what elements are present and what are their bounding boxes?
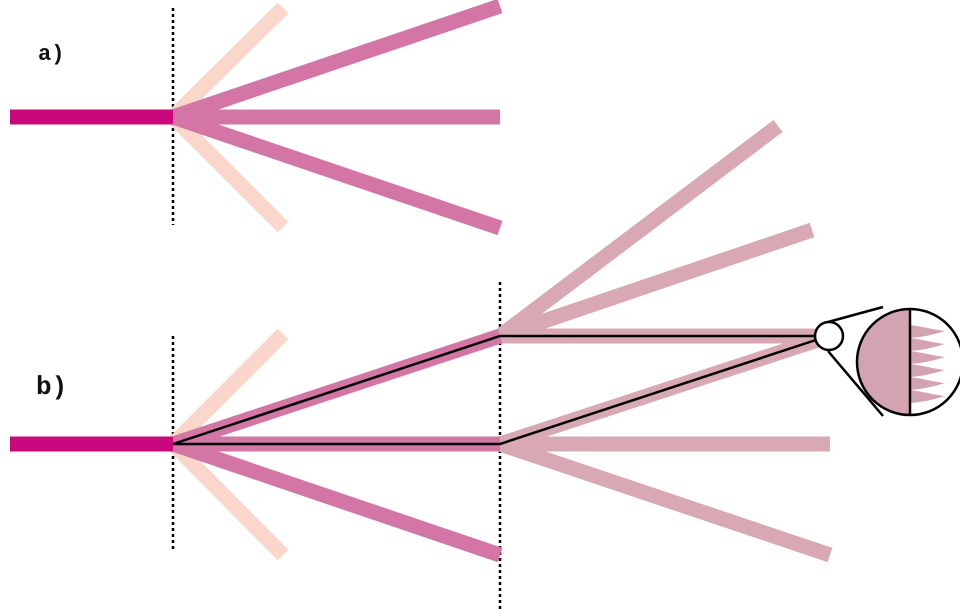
second-branch-2 bbox=[500, 230, 812, 336]
panel-a bbox=[10, 6, 500, 228]
second-stage-branches bbox=[500, 126, 830, 555]
second-branch-6 bbox=[500, 444, 830, 555]
zoom-target-circle bbox=[815, 322, 843, 350]
zoom-inset bbox=[815, 300, 960, 430]
panel-b bbox=[10, 126, 960, 609]
panel-label-b: b) bbox=[36, 374, 67, 400]
second-branch-1 bbox=[500, 126, 778, 336]
panel-label-a: a) bbox=[38, 44, 64, 66]
zoom-connector-top bbox=[828, 307, 883, 322]
